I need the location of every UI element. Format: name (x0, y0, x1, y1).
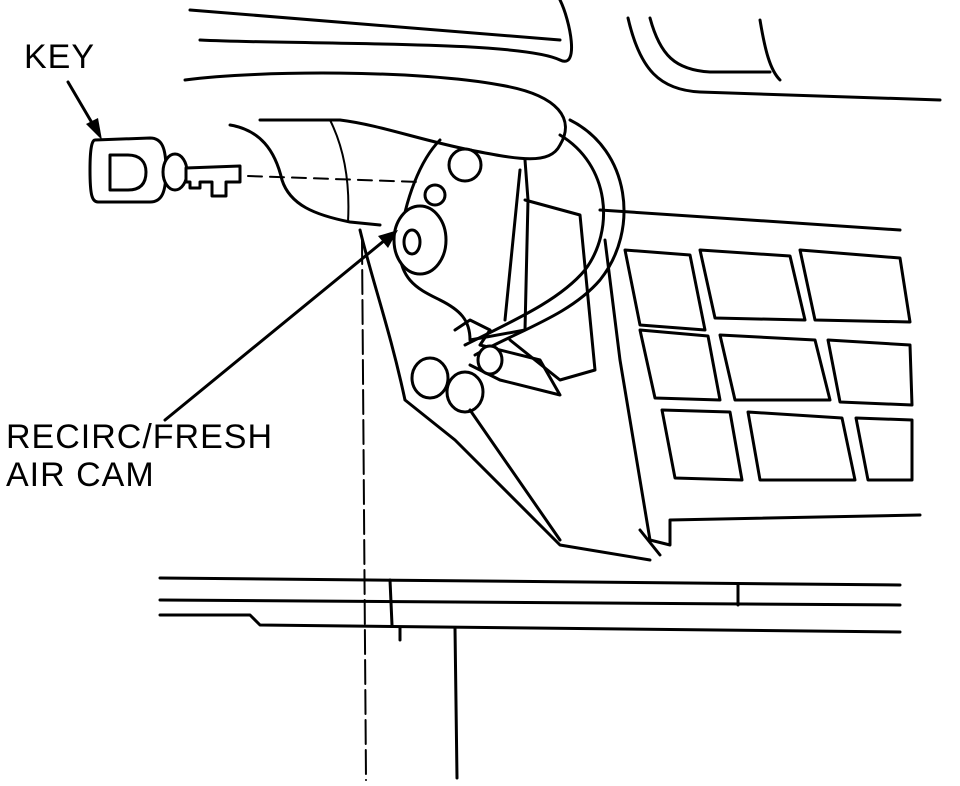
vent-grille (623, 248, 914, 482)
control-cable-inner (463, 133, 605, 347)
recirc-fresh-air-cam (392, 204, 448, 276)
key-leader-line (66, 80, 97, 130)
upper-duct-inner (648, 16, 782, 82)
control-cable (473, 118, 626, 357)
floor-line-lower (158, 613, 902, 634)
cam-label-line1: RECIRC/FRESH (6, 418, 274, 456)
lower-pivot-right (445, 370, 485, 414)
dashboard-top-edge (188, 8, 562, 42)
floor-line-middle (158, 598, 902, 607)
cable-clip (476, 344, 504, 376)
cam-arrowhead (378, 230, 398, 248)
dash-lower-panel (183, 71, 567, 161)
dashboard-upper-curve (198, 0, 574, 63)
mounting-bracket (398, 138, 530, 342)
floor-joint (388, 578, 740, 627)
lever-arm (453, 318, 562, 397)
key-housing (228, 123, 382, 227)
bracket-hole (423, 183, 447, 207)
key-icon (88, 136, 421, 204)
support-post-left (361, 239, 367, 781)
heater-case-front (358, 228, 652, 562)
cam-label-line2: AIR CAM (6, 456, 155, 494)
floor-line-upper (158, 576, 902, 587)
cam-leader-line (163, 238, 387, 422)
upper-duct (626, 16, 942, 102)
case-lower-edge (468, 408, 562, 542)
upper-pivot (447, 147, 483, 183)
lower-pivot-left (410, 356, 450, 400)
key-arrowhead (86, 118, 102, 140)
grille-frame (598, 208, 922, 557)
key-label: KEY (24, 38, 96, 76)
key-housing-seam (329, 119, 350, 223)
support-post-middle (453, 626, 459, 780)
